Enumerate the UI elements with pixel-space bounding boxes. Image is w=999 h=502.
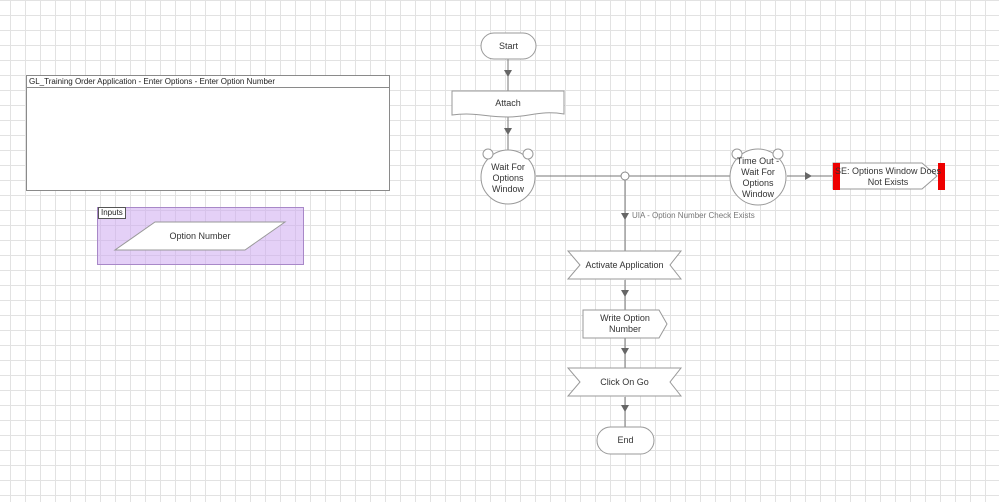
arrowhead: [805, 172, 812, 180]
start-node[interactable]: [480, 32, 537, 60]
arrowhead: [621, 213, 629, 220]
wait-node[interactable]: [480, 148, 536, 205]
write-node[interactable]: [582, 309, 668, 339]
activate-node[interactable]: [566, 250, 683, 280]
exception-node[interactable]: [832, 162, 945, 190]
condition-label: UIA - Option Number Check Exists: [632, 211, 755, 220]
page-container[interactable]: GL_Training Order Application - Enter Op…: [26, 75, 390, 191]
input-option-number-shape[interactable]: [113, 221, 287, 251]
decision-junction[interactable]: [620, 171, 630, 181]
arrowhead: [621, 405, 629, 412]
click-node[interactable]: [566, 367, 683, 397]
timeout-node[interactable]: [729, 148, 787, 206]
page-title: GL_Training Order Application - Enter Op…: [27, 76, 389, 88]
end-node[interactable]: [596, 426, 655, 455]
arrowhead: [504, 128, 512, 135]
arrowhead: [621, 348, 629, 355]
inputs-label: Inputs: [98, 207, 126, 219]
arrowhead: [621, 290, 629, 297]
exception-right-bar: [938, 163, 945, 190]
exception-left-bar: [833, 163, 840, 190]
arrowhead: [504, 70, 512, 77]
attach-node[interactable]: [451, 90, 565, 118]
